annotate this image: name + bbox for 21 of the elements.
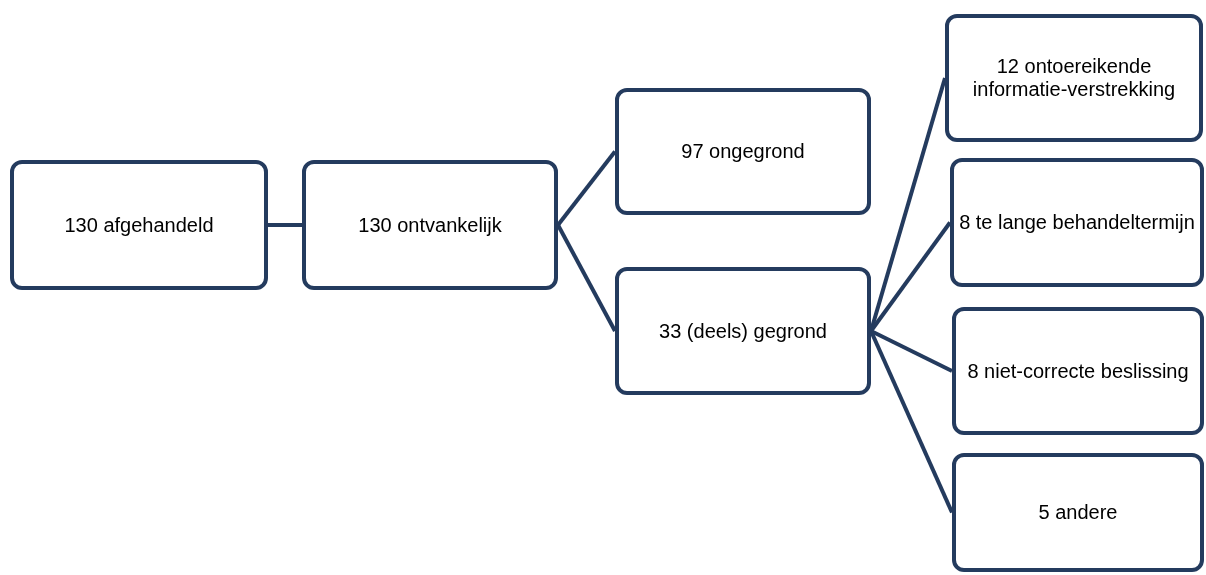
process-box	[950, 158, 1204, 287]
connector-line	[268, 223, 302, 227]
box-label: 8 te lange behandeltermijn	[959, 211, 1195, 234]
process-box	[615, 267, 871, 395]
process-box	[945, 14, 1203, 142]
process-box	[952, 453, 1204, 572]
process-box	[615, 88, 871, 215]
connector-line	[869, 330, 954, 514]
connector-line	[556, 224, 617, 332]
process-box	[302, 160, 558, 290]
box-label: 130 afgehandeld	[64, 213, 214, 237]
process-box	[952, 307, 1204, 435]
connector-line	[556, 150, 617, 227]
connector-line	[870, 329, 953, 373]
box-label: 5 andere	[1038, 501, 1118, 524]
box-label: 97 ongegrond	[681, 140, 805, 163]
box-label: 33 (deels) gegrond	[659, 319, 827, 343]
box-label: 12 ontoereikende informatie-verstrekking	[971, 55, 1177, 101]
box-label: 130 ontvankelijk	[358, 213, 502, 237]
process-box	[10, 160, 268, 290]
box-label: 8 niet-correcte beslissing	[967, 359, 1189, 383]
